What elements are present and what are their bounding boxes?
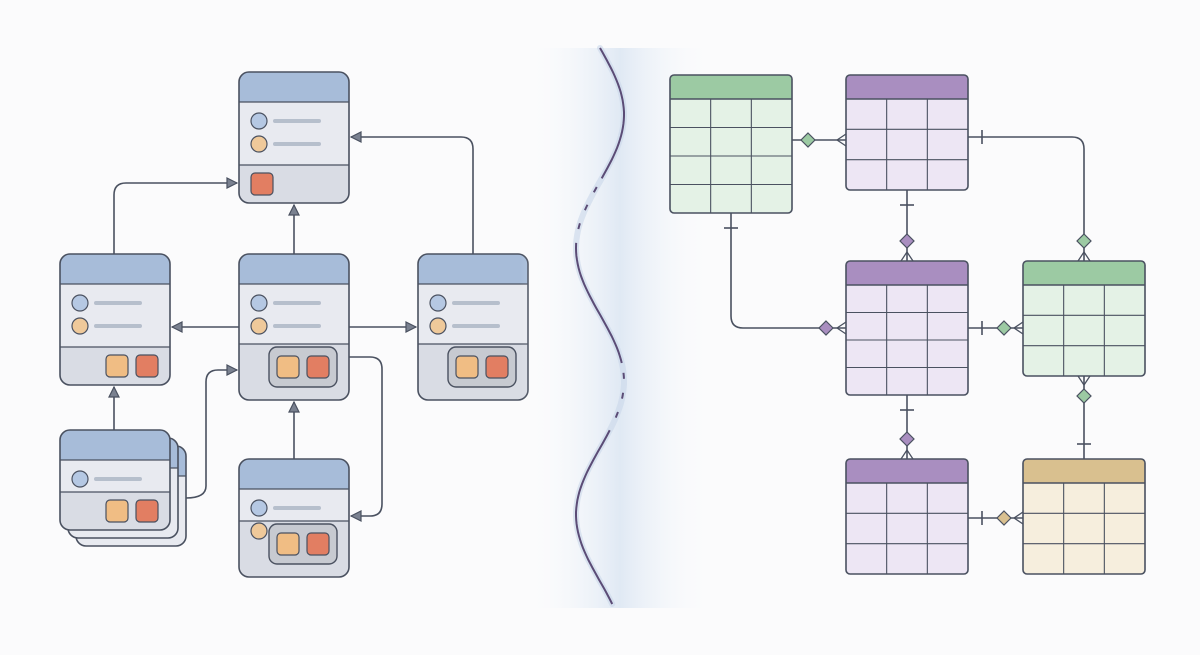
crowfoot-marker (1013, 511, 1024, 525)
screen-header (60, 430, 170, 460)
table-purple-top (845, 74, 969, 191)
table-tan-bottom (1022, 458, 1146, 575)
table-body (846, 459, 968, 574)
crowfoot-marker (1077, 251, 1091, 262)
orange-button-icon (455, 355, 479, 379)
orange-button-icon (276, 532, 300, 556)
crowfoot-marker (1013, 321, 1024, 335)
screen-frame (59, 253, 171, 386)
flow-arrow (349, 356, 383, 516)
red-button-icon (135, 354, 159, 378)
table-body (846, 75, 968, 190)
red-button-icon (250, 172, 274, 196)
table-green-top (669, 74, 793, 214)
orange-dot-icon (250, 135, 268, 153)
red-button-icon (485, 355, 509, 379)
screen-top (238, 71, 350, 204)
screen-header (60, 254, 170, 284)
table-header (846, 261, 968, 285)
blue-dot-icon (71, 470, 89, 488)
screen-frame (59, 429, 171, 531)
red-button-icon (306, 532, 330, 556)
flow-arrow (185, 370, 237, 499)
diamond-marker (800, 132, 816, 148)
screen-frame (238, 71, 350, 204)
er-diagram (669, 74, 1146, 575)
flow-arrow (113, 183, 237, 254)
crowfoot-marker (900, 251, 914, 262)
crowfoot-marker (836, 133, 847, 147)
blue-dot-icon (429, 294, 447, 312)
flow-arrow (351, 137, 474, 254)
diamond-marker (1076, 233, 1092, 249)
orange-dot-icon (429, 317, 447, 335)
blue-dot-icon (250, 499, 268, 517)
screen-header (239, 72, 349, 102)
screen-left (59, 253, 171, 386)
table-body (1023, 459, 1145, 574)
table-header (670, 75, 792, 99)
crowfoot-marker (836, 321, 847, 335)
table-body (1023, 261, 1145, 376)
diamond-marker (996, 510, 1012, 526)
divider-wave (574, 47, 625, 605)
diamond-marker (899, 233, 915, 249)
table-green-right (1022, 260, 1146, 377)
diamond-marker (899, 431, 915, 447)
screen-bottom (238, 458, 350, 578)
crowfoot-marker (1077, 375, 1091, 386)
orange-dot-icon (71, 317, 89, 335)
relationship-line (968, 136, 1085, 261)
table-header (846, 75, 968, 99)
blue-dot-icon (250, 112, 268, 130)
table-header (1023, 459, 1145, 483)
orange-button-icon (276, 355, 300, 379)
screen-header (418, 254, 528, 284)
orange-dot-icon (250, 522, 268, 540)
table-purple-bottom (845, 458, 969, 575)
crowfoot-marker (900, 449, 914, 460)
table-header (846, 459, 968, 483)
orange-button-icon (105, 499, 129, 523)
relationship-line (730, 213, 846, 329)
screen-center (238, 253, 350, 401)
table-purple-mid (845, 260, 969, 396)
table-body (670, 75, 792, 213)
red-button-icon (306, 355, 330, 379)
orange-dot-icon (250, 317, 268, 335)
screen-header (239, 459, 349, 489)
blue-dot-icon (250, 294, 268, 312)
red-button-icon (135, 499, 159, 523)
ui-flow-diagram (59, 71, 529, 578)
screen-stack (59, 429, 187, 547)
blue-dot-icon (71, 294, 89, 312)
table-body (846, 261, 968, 395)
table-header (1023, 261, 1145, 285)
diamond-marker (818, 320, 834, 336)
diamond-marker (1076, 388, 1092, 404)
screen-right (417, 253, 529, 401)
diamond-marker (996, 320, 1012, 336)
orange-button-icon (105, 354, 129, 378)
screen-header (239, 254, 349, 284)
